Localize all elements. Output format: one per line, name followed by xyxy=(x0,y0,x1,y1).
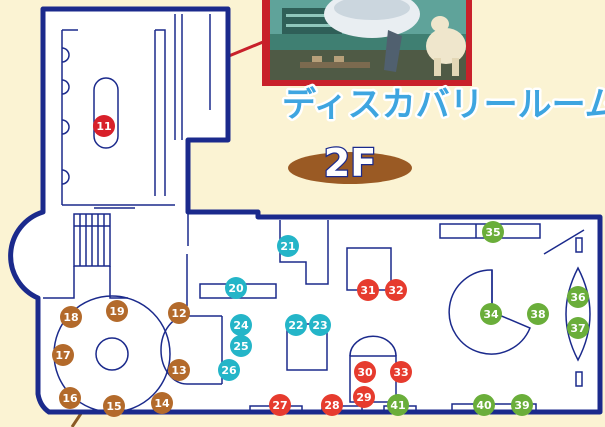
exhibit-marker-29[interactable]: 29 xyxy=(353,386,375,408)
marker-number: 15 xyxy=(106,400,121,413)
marker-circle xyxy=(390,361,412,383)
marker-number: 38 xyxy=(530,308,545,321)
marker-circle xyxy=(321,394,343,416)
marker-circle xyxy=(59,387,81,409)
exhibit-marker-17[interactable]: 17 xyxy=(52,344,74,366)
exhibit-marker-22[interactable]: 22 xyxy=(285,314,307,336)
exhibit-marker-31[interactable]: 31 xyxy=(357,279,379,301)
exhibit-marker-19[interactable]: 19 xyxy=(106,300,128,322)
marker-circle xyxy=(473,394,495,416)
marker-circle xyxy=(387,394,409,416)
marker-number: 39 xyxy=(514,399,529,412)
marker-number: 40 xyxy=(476,399,492,412)
marker-number: 41 xyxy=(390,399,405,412)
exhibit-marker-25[interactable]: 25 xyxy=(230,335,252,357)
marker-circle xyxy=(60,306,82,328)
exhibit-marker-24[interactable]: 24 xyxy=(230,314,252,336)
exhibit-marker-37[interactable]: 37 xyxy=(567,317,589,339)
marker-number: 17 xyxy=(55,349,70,362)
marker-number: 18 xyxy=(63,311,78,324)
exhibit-marker-16[interactable]: 16 xyxy=(59,387,81,409)
marker-circle xyxy=(385,279,407,301)
exhibit-marker-11[interactable]: 11 xyxy=(93,115,115,137)
marker-circle xyxy=(482,221,504,243)
marker-circle xyxy=(511,394,533,416)
marker-number: 12 xyxy=(171,307,186,320)
marker-number: 22 xyxy=(288,319,303,332)
exhibit-marker-41[interactable]: 41 xyxy=(387,394,409,416)
exhibit-marker-20[interactable]: 20 xyxy=(225,277,247,299)
marker-circle xyxy=(230,314,252,336)
exhibit-marker-36[interactable]: 36 xyxy=(567,286,589,308)
marker-circle xyxy=(225,277,247,299)
floor-label: 2F xyxy=(324,141,376,185)
marker-number: 37 xyxy=(570,322,585,335)
marker-number: 24 xyxy=(233,319,249,332)
exhibit-marker-35[interactable]: 35 xyxy=(482,221,504,243)
exhibit-marker-39[interactable]: 39 xyxy=(511,394,533,416)
marker-number: 28 xyxy=(324,399,339,412)
marker-number: 33 xyxy=(393,366,408,379)
floor-badge: 2F xyxy=(288,140,412,186)
marker-circle xyxy=(103,395,125,417)
marker-number: 13 xyxy=(171,364,186,377)
room-photo xyxy=(262,0,472,86)
marker-number: 14 xyxy=(154,397,170,410)
marker-number: 36 xyxy=(570,291,586,304)
exhibit-marker-30[interactable]: 30 xyxy=(354,361,376,383)
marker-circle xyxy=(151,392,173,414)
marker-circle xyxy=(93,115,115,137)
marker-number: 11 xyxy=(96,120,111,133)
marker-circle xyxy=(354,361,376,383)
exhibit-marker-40[interactable]: 40 xyxy=(473,394,495,416)
marker-number: 19 xyxy=(109,305,124,318)
marker-circle xyxy=(285,314,307,336)
exhibit-marker-28[interactable]: 28 xyxy=(321,394,343,416)
marker-circle xyxy=(277,235,299,257)
marker-number: 20 xyxy=(228,282,244,295)
marker-circle xyxy=(168,302,190,324)
marker-circle xyxy=(106,300,128,322)
marker-number: 34 xyxy=(483,308,499,321)
exhibit-marker-13[interactable]: 13 xyxy=(168,359,190,381)
marker-number: 16 xyxy=(62,392,78,405)
marker-number: 27 xyxy=(272,399,287,412)
exhibit-marker-23[interactable]: 23 xyxy=(309,314,331,336)
exhibit-marker-38[interactable]: 38 xyxy=(527,303,549,325)
marker-circle xyxy=(567,286,589,308)
marker-circle xyxy=(353,386,375,408)
marker-circle xyxy=(269,394,291,416)
marker-number: 32 xyxy=(388,284,403,297)
marker-number: 31 xyxy=(360,284,375,297)
marker-circle xyxy=(567,317,589,339)
exhibit-marker-26[interactable]: 26 xyxy=(218,359,240,381)
marker-number: 23 xyxy=(312,319,327,332)
marker-circle xyxy=(230,335,252,357)
marker-circle xyxy=(168,359,190,381)
marker-circle xyxy=(52,344,74,366)
room-title: ディスカバリールーム xyxy=(282,85,605,125)
marker-number: 35 xyxy=(485,226,500,239)
marker-number: 29 xyxy=(356,391,371,404)
exhibit-marker-34[interactable]: 34 xyxy=(480,303,502,325)
marker-number: 26 xyxy=(221,364,237,377)
exhibit-marker-12[interactable]: 12 xyxy=(168,302,190,324)
marker-number: 25 xyxy=(233,340,248,353)
marker-number: 30 xyxy=(357,366,373,379)
marker-circle xyxy=(218,359,240,381)
exhibit-marker-27[interactable]: 27 xyxy=(269,394,291,416)
building-outline xyxy=(8,6,603,415)
marker-circle xyxy=(309,314,331,336)
exhibit-marker-33[interactable]: 33 xyxy=(390,361,412,383)
exhibit-marker-14[interactable]: 14 xyxy=(151,392,173,414)
marker-circle xyxy=(480,303,502,325)
marker-circle xyxy=(357,279,379,301)
exhibit-marker-32[interactable]: 32 xyxy=(385,279,407,301)
marker-number: 21 xyxy=(280,240,295,253)
exhibit-marker-15[interactable]: 15 xyxy=(103,395,125,417)
marker-circle xyxy=(527,303,549,325)
exhibit-marker-18[interactable]: 18 xyxy=(60,306,82,328)
exhibit-marker-21[interactable]: 21 xyxy=(277,235,299,257)
